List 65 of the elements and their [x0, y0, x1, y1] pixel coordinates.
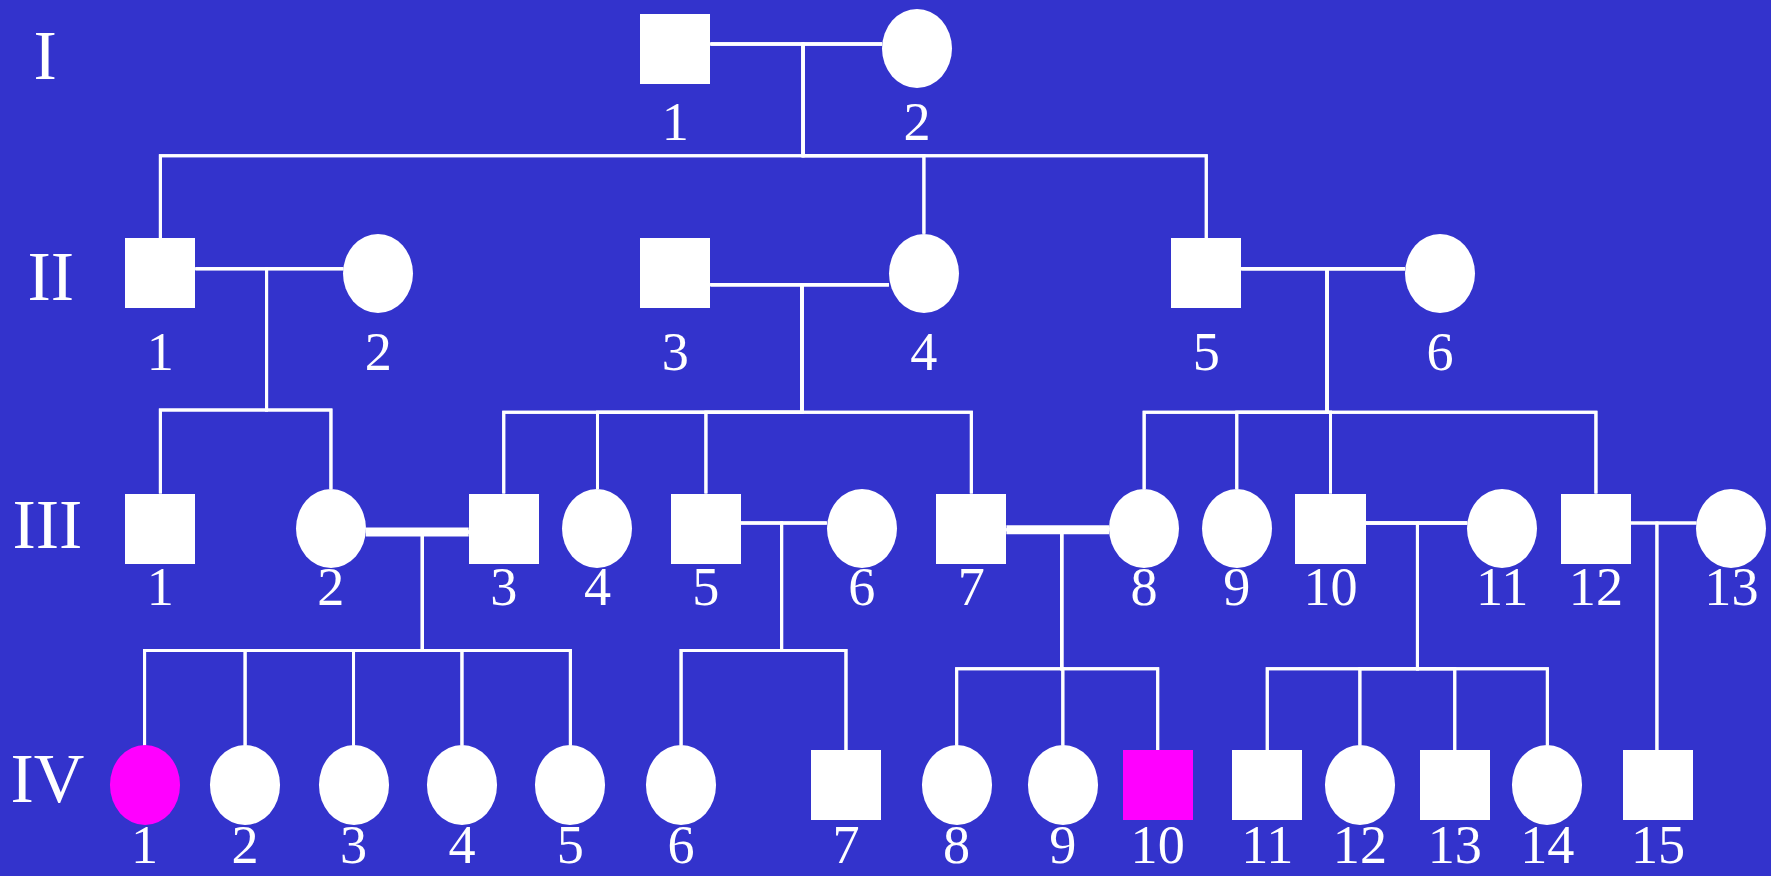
male-square	[810, 749, 881, 820]
individual-number: 15	[1630, 817, 1686, 872]
male-square	[468, 493, 539, 564]
male-square	[640, 238, 711, 309]
male-square	[1419, 749, 1490, 820]
individual-number: 6	[848, 560, 876, 615]
individual-number: 5	[692, 560, 720, 615]
individual-number: 11	[1241, 817, 1294, 872]
individual-number: 9	[1049, 817, 1077, 872]
male-square	[125, 238, 196, 309]
individual-number: 3	[661, 325, 689, 380]
descent-line	[800, 283, 973, 494]
male-square	[640, 13, 711, 84]
individual-number: 1	[146, 560, 174, 615]
double-marriage-line	[365, 527, 469, 537]
individual-number: 4	[910, 325, 938, 380]
individual-number: 1	[661, 94, 689, 150]
individual-number: 5	[556, 817, 584, 872]
individual-number: 2	[231, 817, 259, 872]
individual-number: 8	[943, 817, 971, 872]
individual-number: 5	[1192, 325, 1220, 380]
descent-line	[420, 530, 572, 746]
double-marriage-line	[1006, 525, 1110, 535]
male-square	[936, 493, 1007, 564]
individual-number: 13	[1427, 817, 1482, 872]
individual-number: 8	[1130, 560, 1158, 615]
individual-number: 4	[583, 560, 612, 615]
individual-number: 2	[903, 94, 931, 150]
individual-number: 2	[364, 325, 392, 380]
generation-numeral: I	[33, 21, 57, 92]
descent-line	[1325, 267, 1598, 494]
individual-number: 3	[490, 560, 518, 615]
individual-number: 4	[448, 817, 476, 872]
male-square	[1232, 749, 1303, 820]
individual-number: 11	[1476, 560, 1529, 615]
descent-line	[801, 42, 1208, 239]
descent-line	[1655, 521, 1697, 750]
individual-number: 7	[832, 817, 860, 872]
male-square	[125, 493, 196, 564]
individual-number: 1	[131, 817, 159, 872]
individual-number: 3	[339, 817, 368, 872]
descent-line	[780, 521, 848, 750]
male-square	[1122, 749, 1193, 820]
individual-number: 6	[1426, 325, 1454, 380]
individual-number: 7	[957, 560, 985, 615]
male-square	[670, 493, 741, 564]
individual-number: 10	[1130, 817, 1185, 872]
generation-numeral: IV	[10, 744, 85, 815]
individual-number: 10	[1303, 560, 1358, 615]
descent-line	[265, 267, 344, 490]
individual-number: 9	[1223, 560, 1251, 615]
male-square	[1623, 749, 1694, 820]
individual-number: 12	[1332, 817, 1387, 872]
individual-number: 1	[146, 325, 174, 380]
male-square	[1295, 493, 1366, 564]
individual-number: 14	[1520, 817, 1575, 872]
male-square	[1560, 493, 1631, 564]
descent-line	[1416, 521, 1549, 746]
individual-number: 12	[1568, 560, 1623, 615]
male-square	[1171, 238, 1242, 309]
generation-numeral: III	[12, 490, 83, 561]
individual-number: 6	[667, 817, 695, 872]
individual-number: 13	[1704, 560, 1759, 615]
generation-numeral: II	[27, 241, 75, 312]
individual-number: 2	[317, 560, 345, 615]
